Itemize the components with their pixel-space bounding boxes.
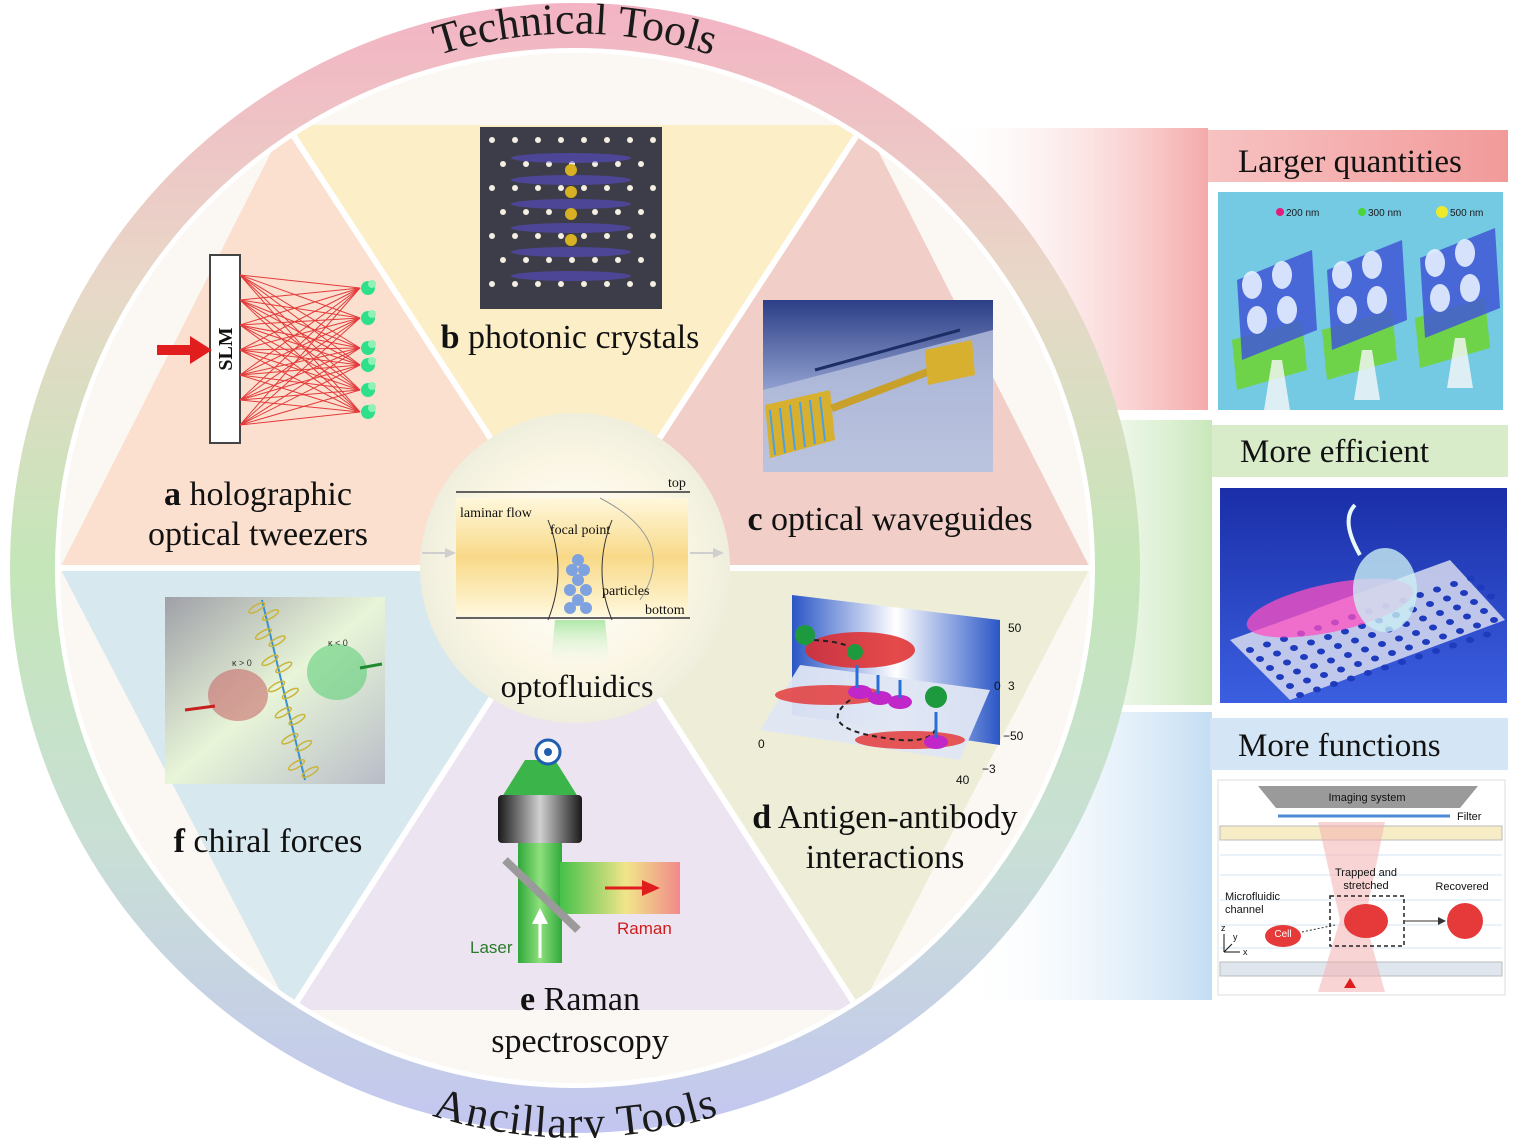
imaging-system-label: Imaging system [1328,792,1405,804]
flow-particle [580,584,592,596]
field-axis-ticks: 50 3 0 −50 −3 0 40 [758,621,1024,787]
slm-label: SLM [215,327,237,370]
input-cell [1265,925,1301,947]
trapped-bead [565,186,577,198]
cell-label: Cell [1274,929,1291,940]
svg-text:3: 3 [1008,679,1015,693]
red-input-arrow [157,336,212,364]
segment-d-label-line1: d Antigen-antibody [752,799,1017,836]
nanostructure-arrays [1232,228,1500,410]
recovered-label: Recovered [1435,881,1488,893]
grating-coupler-left [765,390,835,458]
microfluidic-label-line1: Microfluidic [1225,891,1281,903]
flow-particle [572,574,584,586]
flow-particle [572,554,584,566]
center-bottom-label: bottom [645,603,685,618]
panel-more-functions: More functions Imaging system Filter Tra… [1210,718,1508,996]
panel-larger-title: Larger quantities [1238,144,1462,180]
slm-panel [209,254,241,444]
panel-more-efficient: More efficient [1212,425,1508,703]
panel-efficient-title-bg [1212,425,1508,477]
grating-coupler-right [925,340,975,385]
laser-label: Laser [470,938,513,957]
flow-particle [564,584,576,596]
trapped-cell [1344,904,1388,938]
size-label-200: 200 nm [1286,208,1319,219]
kappa-positive-label: κ > 0 [232,658,252,668]
center-top-label: top [668,476,686,491]
segment-d-antigen-antibody: 50 3 0 −50 −3 0 40 d Antigen-antibody in… [752,595,1024,876]
kappa-negative-label: κ < 0 [328,638,348,648]
trapped-bead [565,164,577,176]
trapped-bead [565,208,577,220]
size-label-500: 500 nm [1450,208,1483,219]
trapped-bead [565,234,577,246]
objective-lens [498,795,582,843]
raman-sample-cone [500,760,580,800]
segment-b-photonic-crystals: b photonic crystals [441,127,700,356]
dichroic-mirror [502,857,581,933]
trapped-particles [361,280,376,419]
segment-f-label: f chiral forces [174,823,363,860]
imaging-system-block [1258,786,1478,808]
axis-z-label: z [1221,923,1226,933]
recovered-cell [1447,903,1483,939]
svg-text:−3: −3 [982,762,996,776]
svg-text:0: 0 [758,737,765,751]
chiral-particle-right [307,644,367,700]
flow-particle [566,564,578,576]
panel-larger-title-bg [1208,130,1508,182]
flow-particle [572,594,584,606]
particles-label: particles [602,584,649,599]
svg-text:50: 50 [1008,621,1022,635]
segment-f-chiral-forces: κ > 0 κ < 0 f chiral forces [165,597,385,860]
photonic-lattice [489,137,656,287]
antibodies [848,685,948,749]
svg-text:40: 40 [956,773,970,787]
panel-efficient-title: More efficient [1240,434,1429,470]
center-optofluidics: top bottom laminar flow focal point part… [420,413,730,723]
axis-x-label: x [1243,947,1248,957]
chiral-helix [248,602,319,778]
raman-label: Raman [617,919,672,938]
segment-b-label: b photonic crystals [441,319,700,356]
svg-text:0: 0 [994,679,1001,693]
panel-larger-quantities: Larger quantities 200 nm 300 nm 500 nm [1208,130,1508,410]
microfluidic-label-line2: channel [1225,904,1264,916]
panel-functions-title: More functions [1238,728,1441,764]
center-title: optofluidics [501,668,654,704]
axis-y-label: y [1233,932,1238,942]
segment-a-holographic-tweezers: SLM a holographic optical tweezers [148,254,376,553]
trapped-label-line2: stretched [1343,880,1388,892]
svg-text:−50: −50 [1003,729,1024,743]
filter-label: Filter [1457,811,1482,823]
laminar-flow-label: laminar flow [460,506,533,521]
segment-e-label-line2: spectroscopy [491,1023,669,1060]
segment-e-bg [290,568,860,1010]
segment-b-bg [285,125,865,568]
flow-particle [580,602,592,614]
holographic-rays [239,274,361,426]
trapped-label-line1: Trapped and [1335,867,1397,879]
segment-e-raman: Laser Raman e Raman spectroscopy [470,738,680,1060]
segment-a-label-line1: a holographic [164,476,352,513]
flow-particle [564,602,576,614]
antigen-sphere [795,625,815,645]
size-label-300: 300 nm [1368,208,1401,219]
segment-c-label: c optical waveguides [747,501,1032,538]
chiral-particle-left [208,669,268,721]
panel-functions-title-bg [1210,718,1508,770]
laminar-flow-channel [456,498,688,616]
segment-c-optical-waveguides: c optical waveguides [747,300,1033,538]
focal-point-label: focal point [550,523,610,538]
segment-a-label-line2: optical tweezers [148,516,368,553]
segment-d-label-line2: interactions [806,839,965,876]
flow-particle [578,564,590,576]
center-particles [564,554,592,614]
segment-e-label-line1: e Raman [520,981,640,1018]
